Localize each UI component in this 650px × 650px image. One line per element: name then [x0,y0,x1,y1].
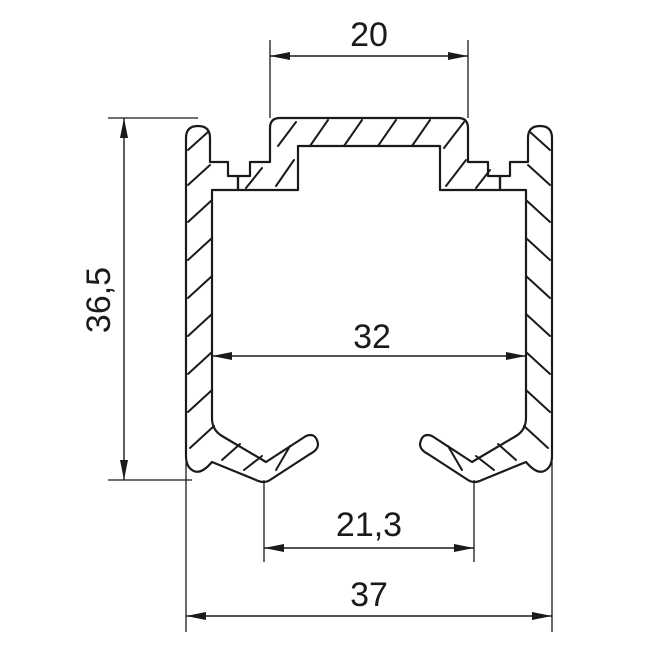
dimension-label-total-width: 37 [350,576,388,614]
dimension-label-opening-width: 21,3 [336,506,402,544]
right-wall-outline [418,124,554,484]
hatch-line [275,445,291,471]
hatch-line [525,275,551,299]
hatch-line [411,119,431,147]
hatch-line [527,164,551,186]
dimension-label-top-width: 20 [350,16,388,54]
hatch-line [309,119,329,147]
hatch-line [187,351,213,375]
hatch-line [377,119,397,147]
hatch-line [187,313,213,337]
hatch-line [189,425,215,449]
hatch-line [187,131,209,151]
dimension-height: 36,5 [80,117,198,481]
dimension-label-inner-width: 32 [353,318,391,356]
hatch-line [525,313,551,337]
hatch-line [343,119,363,147]
hatch-line [221,443,241,461]
hatch-line [525,199,551,223]
dimension-label-height: 36,5 [80,267,118,333]
hatch-line [523,425,549,449]
dimension-top-width: 20 [269,16,469,118]
dimension-opening-width: 21,3 [263,480,475,562]
hatch-line [443,121,465,149]
top-bridge-outline [236,116,502,192]
hatch-line [475,455,495,471]
dimension-total-width: 37 [185,462,553,632]
hatch-line [187,389,213,413]
hatch-line [245,167,263,189]
hatch-line [525,389,551,413]
hatch-line [529,131,551,151]
left-wall-outline [184,124,320,484]
hatch-line [475,169,491,189]
hatch-line [243,455,263,471]
dimension-inner-width: 32 [212,318,526,360]
hatch-line [277,121,297,147]
profile-section [184,116,554,484]
hatch-line [447,445,463,471]
hatch-line [187,199,213,223]
hatch-line [275,159,295,187]
hatch-line [187,275,213,299]
hatch-line [187,164,211,186]
hatch-line [497,443,517,461]
hatch-line [525,351,551,375]
hatch-line [525,237,551,261]
hatch-line [445,159,467,187]
hatch-line [187,237,213,261]
